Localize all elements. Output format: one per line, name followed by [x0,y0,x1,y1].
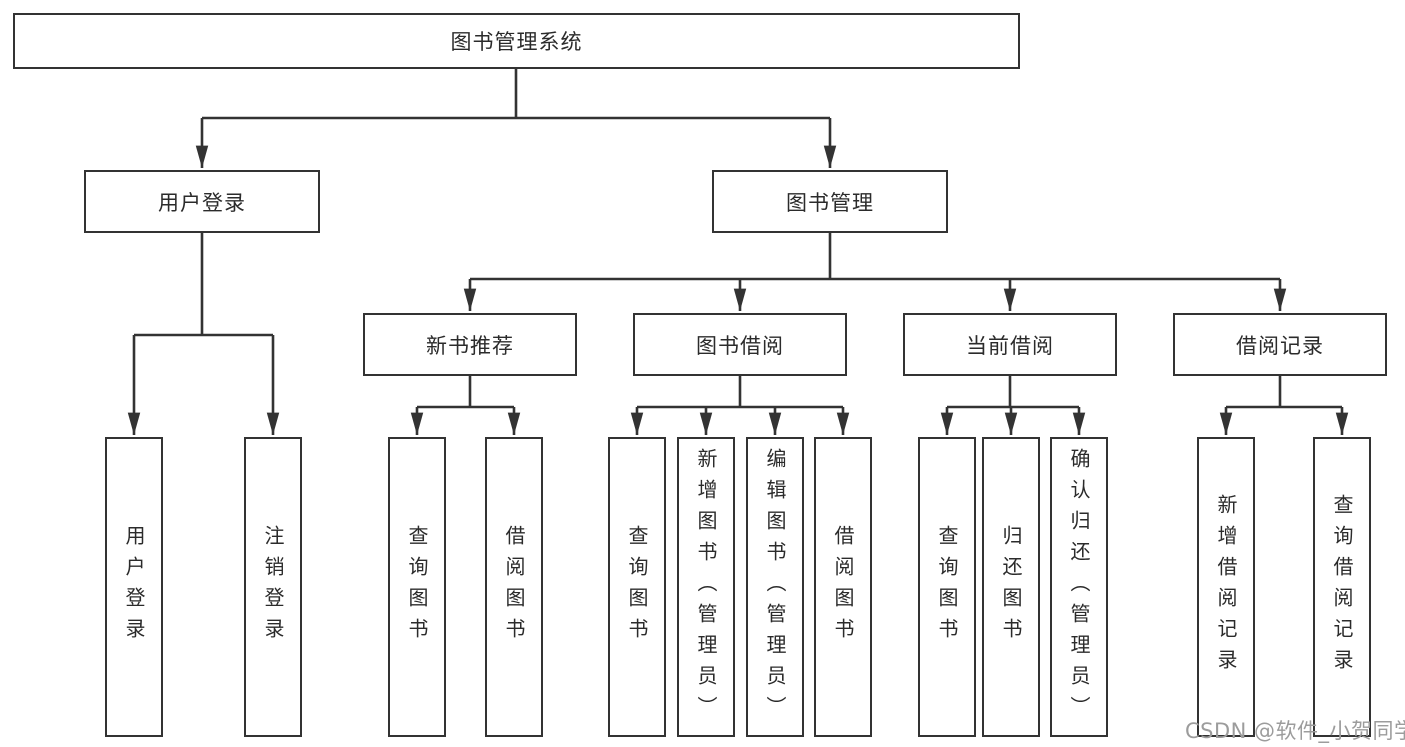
leaf-add-borrow-record-label: 新增借阅记录 [1214,494,1238,680]
connector-borrowing-trunk [637,376,843,409]
leaf-query-borrow-record: 查询借阅记录 [1313,437,1371,737]
node-new-book-recommend: 新书推荐 [363,313,577,376]
leaf-recommend-borrow-books: 借阅图书 [485,437,543,737]
watermark: CSDN @软件_小贺同学 [1185,719,1405,743]
leaf-user-login-label: 用户登录 [122,525,146,649]
node-root: 图书管理系统 [13,13,1020,69]
node-user-login: 用户登录 [84,170,320,233]
node-new-book-recommend-label: 新书推荐 [426,333,514,358]
leaf-query-borrow-record-label: 查询借阅记录 [1330,494,1354,680]
node-root-label: 图书管理系统 [450,30,583,54]
node-book-borrowing: 图书借阅 [633,313,847,376]
node-borrowing-records-label: 借阅记录 [1236,333,1324,358]
node-book-management-label: 图书管理 [786,190,874,215]
leaf-add-book-admin: 新增图书（管理员） [677,437,735,737]
leaf-borrowing-query-books: 查询图书 [608,437,666,737]
leaf-borrowing-borrow-books: 借阅图书 [814,437,872,737]
leaf-edit-book-admin-label: 编辑图书（管理员） [763,447,787,727]
connector-records-trunk [1226,376,1342,409]
leaf-current-query-books-label: 查询图书 [935,525,959,649]
connector-current-trunk [947,376,1079,409]
node-book-management: 图书管理 [712,170,948,233]
leaf-user-login: 用户登录 [105,437,163,737]
node-user-login-label: 用户登录 [158,190,246,215]
connector-book-management-trunk [470,233,1280,281]
connector-user-login-trunk [134,233,273,337]
leaf-add-borrow-record: 新增借阅记录 [1197,437,1255,737]
node-book-borrowing-label: 图书借阅 [696,333,784,358]
node-current-borrowing: 当前借阅 [903,313,1117,376]
leaf-borrowing-query-books-label: 查询图书 [625,525,649,649]
leaf-add-book-admin-label: 新增图书（管理员） [694,447,718,727]
connector-root-trunk [202,69,830,120]
leaf-return-books: 归还图书 [982,437,1040,737]
leaf-logout: 注销登录 [244,437,302,737]
leaf-borrowing-borrow-books-label: 借阅图书 [831,525,855,649]
leaf-confirm-return-admin-label: 确认归还（管理员） [1067,447,1091,727]
connector-recommend-trunk [417,376,514,409]
node-current-borrowing-label: 当前借阅 [966,333,1054,358]
leaf-recommend-query-books-label: 查询图书 [405,525,429,649]
leaf-recommend-borrow-books-label: 借阅图书 [502,525,526,649]
leaf-return-books-label: 归还图书 [999,525,1023,649]
leaf-current-query-books: 查询图书 [918,437,976,737]
node-borrowing-records: 借阅记录 [1173,313,1387,376]
leaf-recommend-query-books: 查询图书 [388,437,446,737]
leaf-edit-book-admin: 编辑图书（管理员） [746,437,804,737]
leaf-logout-label: 注销登录 [261,525,285,649]
leaf-confirm-return-admin: 确认归还（管理员） [1050,437,1108,737]
